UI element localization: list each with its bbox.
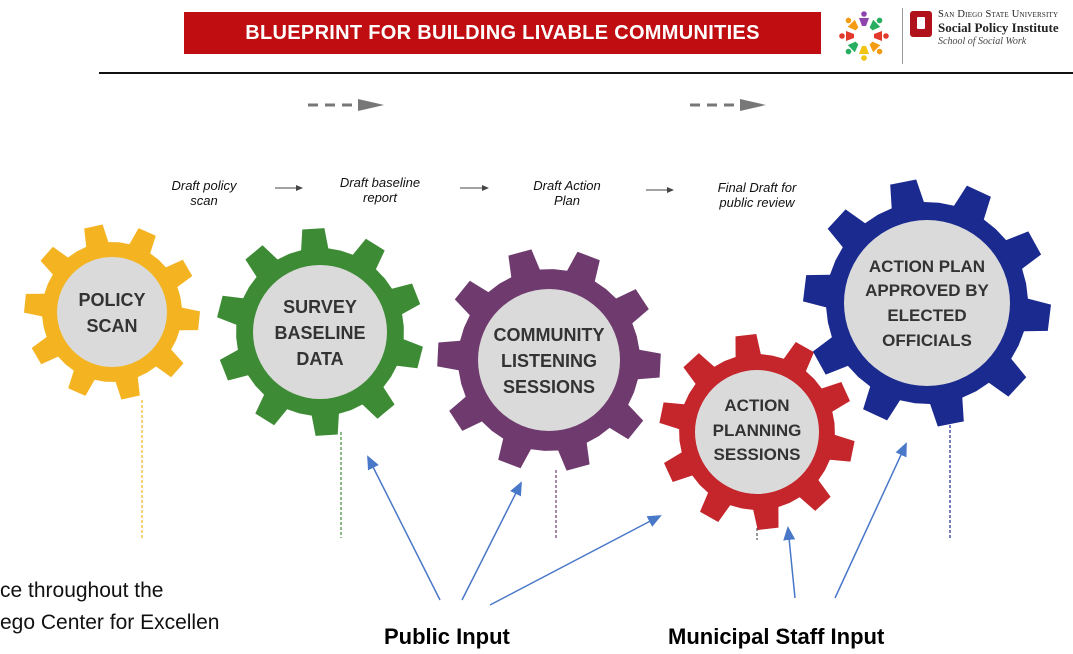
- gear-survey-baseline-center: [253, 265, 387, 399]
- logo-divider: [902, 8, 903, 64]
- gear-action-plan-approved: [803, 179, 1051, 427]
- people-circle-logo-icon: [839, 11, 889, 61]
- school-name: School of Social Work: [938, 36, 1027, 47]
- gear-layer: [24, 179, 1051, 530]
- public-input-label: Public Input: [384, 624, 510, 649]
- gear-community-listening-center: [478, 289, 620, 431]
- draft-step-1: Draft policy scan: [171, 178, 237, 208]
- gear-community-listening: [437, 249, 661, 471]
- gear-action-planning: [659, 334, 855, 530]
- gear-label-action-planning: ACTION PLANNING SESSIONS: [712, 396, 802, 465]
- municipal-input-arrow-2: [834, 442, 907, 599]
- sdsu-seal-icon: [910, 11, 932, 37]
- body-text-line-1: ce throughout the: [0, 579, 164, 602]
- gear-action-plan-approved-center: [844, 220, 1010, 386]
- header-divider: [99, 72, 1073, 74]
- institution-name: San Diego State University: [938, 9, 1059, 20]
- municipal-staff-input-label: Municipal Staff Input: [668, 624, 885, 649]
- gear-action-planning-center: [695, 370, 819, 494]
- gear-label-action-plan-approved: ACTION PLAN APPROVED BY ELECTED OFFICIAL…: [865, 256, 989, 350]
- municipal-input-arrow-1: [783, 526, 796, 599]
- banner-title: BLUEPRINT FOR BUILDING LIVABLE COMMUNITI…: [184, 12, 821, 54]
- institute-name: Social Policy Institute: [938, 20, 1059, 36]
- draft-step-2: Draft baseline report: [339, 175, 421, 205]
- draft-step-4: Final Draft for public review: [717, 180, 797, 210]
- arrow-layer: [275, 99, 907, 606]
- gear-drop-lines: [141, 400, 951, 540]
- institution-logo: San Diego State University Social Policy…: [910, 9, 1070, 63]
- dashed-arrow-2: [690, 99, 766, 111]
- gear-policy-scan-center: [57, 257, 167, 367]
- dashed-arrow-1: [308, 99, 384, 111]
- gear-label-survey-baseline: SURVEY BASELINE DATA: [274, 296, 366, 370]
- body-text-line-2: ego Center for Excellence: [0, 610, 220, 634]
- public-input-arrow-3: [489, 515, 662, 606]
- public-input-arrow-1: [367, 455, 441, 601]
- gear-label-policy-scan: POLICY SCAN: [78, 289, 146, 336]
- body-text-fragment: ce throughout the ego Center for Excelle…: [0, 575, 220, 638]
- draft-step-3: Draft Action Plan: [533, 178, 601, 208]
- gear-policy-scan: [24, 224, 200, 400]
- public-input-arrow-2: [461, 481, 522, 601]
- gear-survey-baseline: [217, 228, 423, 436]
- gear-label-community-listening: COMMUNITY LISTENING SESSIONS: [493, 324, 605, 398]
